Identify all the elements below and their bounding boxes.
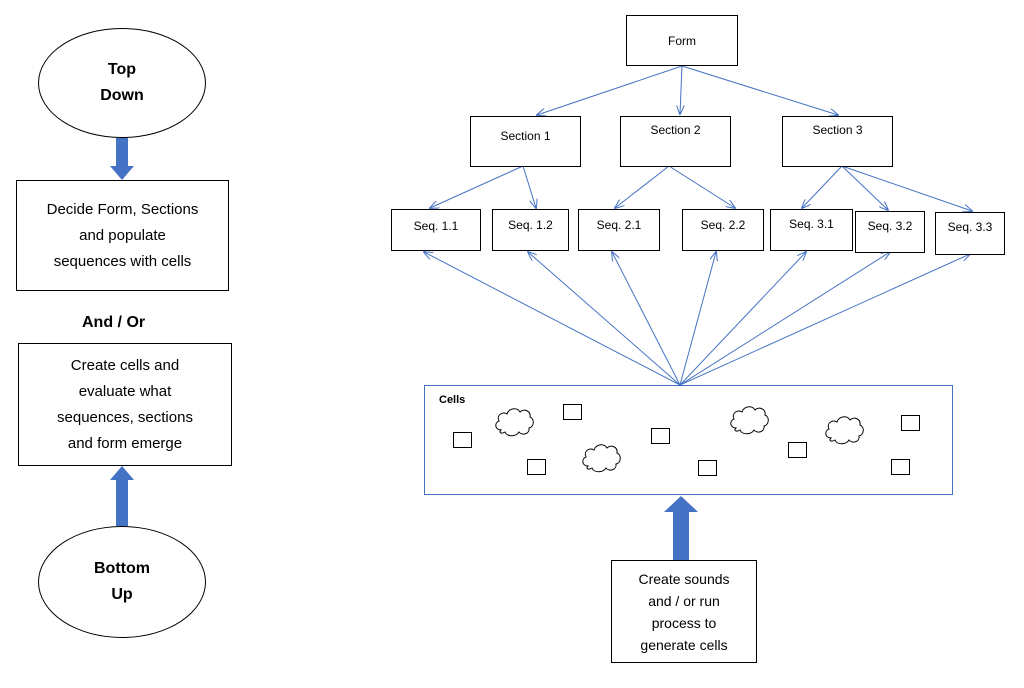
section-3-box: Section 3 (782, 116, 893, 167)
bottom-up-ellipse: Bottom Up (38, 526, 206, 638)
create-sounds-line2: and / or run (648, 592, 720, 609)
down-arrow-top (110, 138, 134, 180)
create-line2: evaluate what (78, 382, 172, 400)
seq-3-1-box: Seq. 3.1 (770, 209, 853, 251)
create-sounds-box: Create sounds and / or run process to ge… (611, 560, 757, 663)
create-sounds-line3: process to (651, 614, 717, 631)
seq-2-1-box: Seq. 2.1 (578, 209, 660, 251)
cloud-icon (582, 444, 621, 473)
cloud-icon (825, 416, 864, 445)
section-2-label: Section 2 (650, 123, 701, 137)
cells-frame (424, 385, 953, 495)
connector-form-section3 (681, 65, 838, 115)
bottom-up-line2: Up (111, 586, 133, 603)
cell-square (651, 428, 670, 444)
seq-2-2-box: Seq. 2.2 (682, 209, 764, 251)
seq-1-2-label: Seq. 1.2 (508, 218, 553, 232)
connector-form-section2 (680, 65, 682, 114)
connector-cells-seq33 (679, 254, 970, 386)
cell-square (698, 460, 717, 476)
connector-s3-seq31 (802, 165, 843, 208)
connector-s1-seq11 (430, 165, 524, 208)
form-label: Form (668, 33, 696, 48)
connector-cells-seq12 (528, 252, 681, 386)
cell-square (453, 432, 472, 448)
create-line3: sequences, sections (57, 408, 193, 426)
section-2-box: Section 2 (620, 116, 731, 167)
seq-3-2-label: Seq. 3.2 (867, 219, 913, 233)
decide-line2: and populate (79, 226, 166, 244)
connector-s3-seq32 (841, 165, 888, 210)
create-sounds-line4: generate cells (640, 636, 728, 653)
create-sounds-line1: Create sounds (638, 570, 730, 587)
seq-3-3-label: Seq. 3.3 (947, 220, 993, 234)
seq-1-1-box: Seq. 1.1 (391, 209, 481, 251)
up-arrow-bottom (110, 466, 134, 526)
connector-s1-seq12 (522, 165, 536, 208)
form-box: Form (626, 15, 738, 66)
decide-line3: sequences with cells (53, 252, 192, 270)
connector-cells-seq32 (679, 252, 890, 386)
seq-3-3-box: Seq. 3.3 (935, 212, 1005, 255)
section-3-label: Section 3 (812, 123, 863, 137)
section-1-label: Section 1 (500, 129, 551, 143)
top-down-line1: Top (107, 61, 137, 78)
cell-square (891, 459, 910, 475)
connector-cells-seq22 (679, 252, 716, 386)
seq-3-2-box: Seq. 3.2 (855, 211, 925, 253)
decide-form-box: Decide Form, Sections and populate seque… (16, 180, 229, 291)
and-or-label: And / Or (82, 314, 146, 331)
seq-1-2-box: Seq. 1.2 (492, 209, 569, 251)
create-cells-box: Create cells and evaluate what sequences… (18, 343, 232, 466)
connector-s2-seq22 (668, 165, 735, 208)
create-line1: Create cells and (70, 356, 180, 374)
seq-1-1-label: Seq. 1.1 (413, 219, 459, 233)
decide-line1: Decide Form, Sections (46, 200, 199, 218)
seq-2-2-label: Seq. 2.2 (700, 218, 746, 232)
section-1-box: Section 1 (470, 116, 581, 167)
connector-s2-seq21 (615, 165, 670, 208)
connector-cells-seq31 (679, 252, 806, 386)
connector-cells-seq21 (612, 252, 681, 386)
cell-square (563, 404, 582, 420)
connector-cells-seq11 (424, 252, 681, 386)
create-line4: and form emerge (67, 434, 183, 452)
top-down-ellipse: Top Down (38, 28, 206, 138)
cloud-icon (730, 406, 769, 435)
cells-title: Cells (439, 394, 466, 406)
seq-3-1-label: Seq. 3.1 (789, 217, 834, 231)
connector-form-section1 (537, 65, 683, 115)
connector-s3-seq33 (841, 165, 972, 211)
top-down-line2: Down (100, 87, 144, 104)
bottom-up-line1: Bottom (94, 560, 150, 577)
cell-square (527, 459, 546, 475)
up-arrow-cells (664, 496, 698, 560)
seq-2-1-label: Seq. 2.1 (596, 218, 642, 232)
cell-square (901, 415, 920, 431)
cell-square (788, 442, 807, 458)
cloud-icon (495, 408, 534, 437)
